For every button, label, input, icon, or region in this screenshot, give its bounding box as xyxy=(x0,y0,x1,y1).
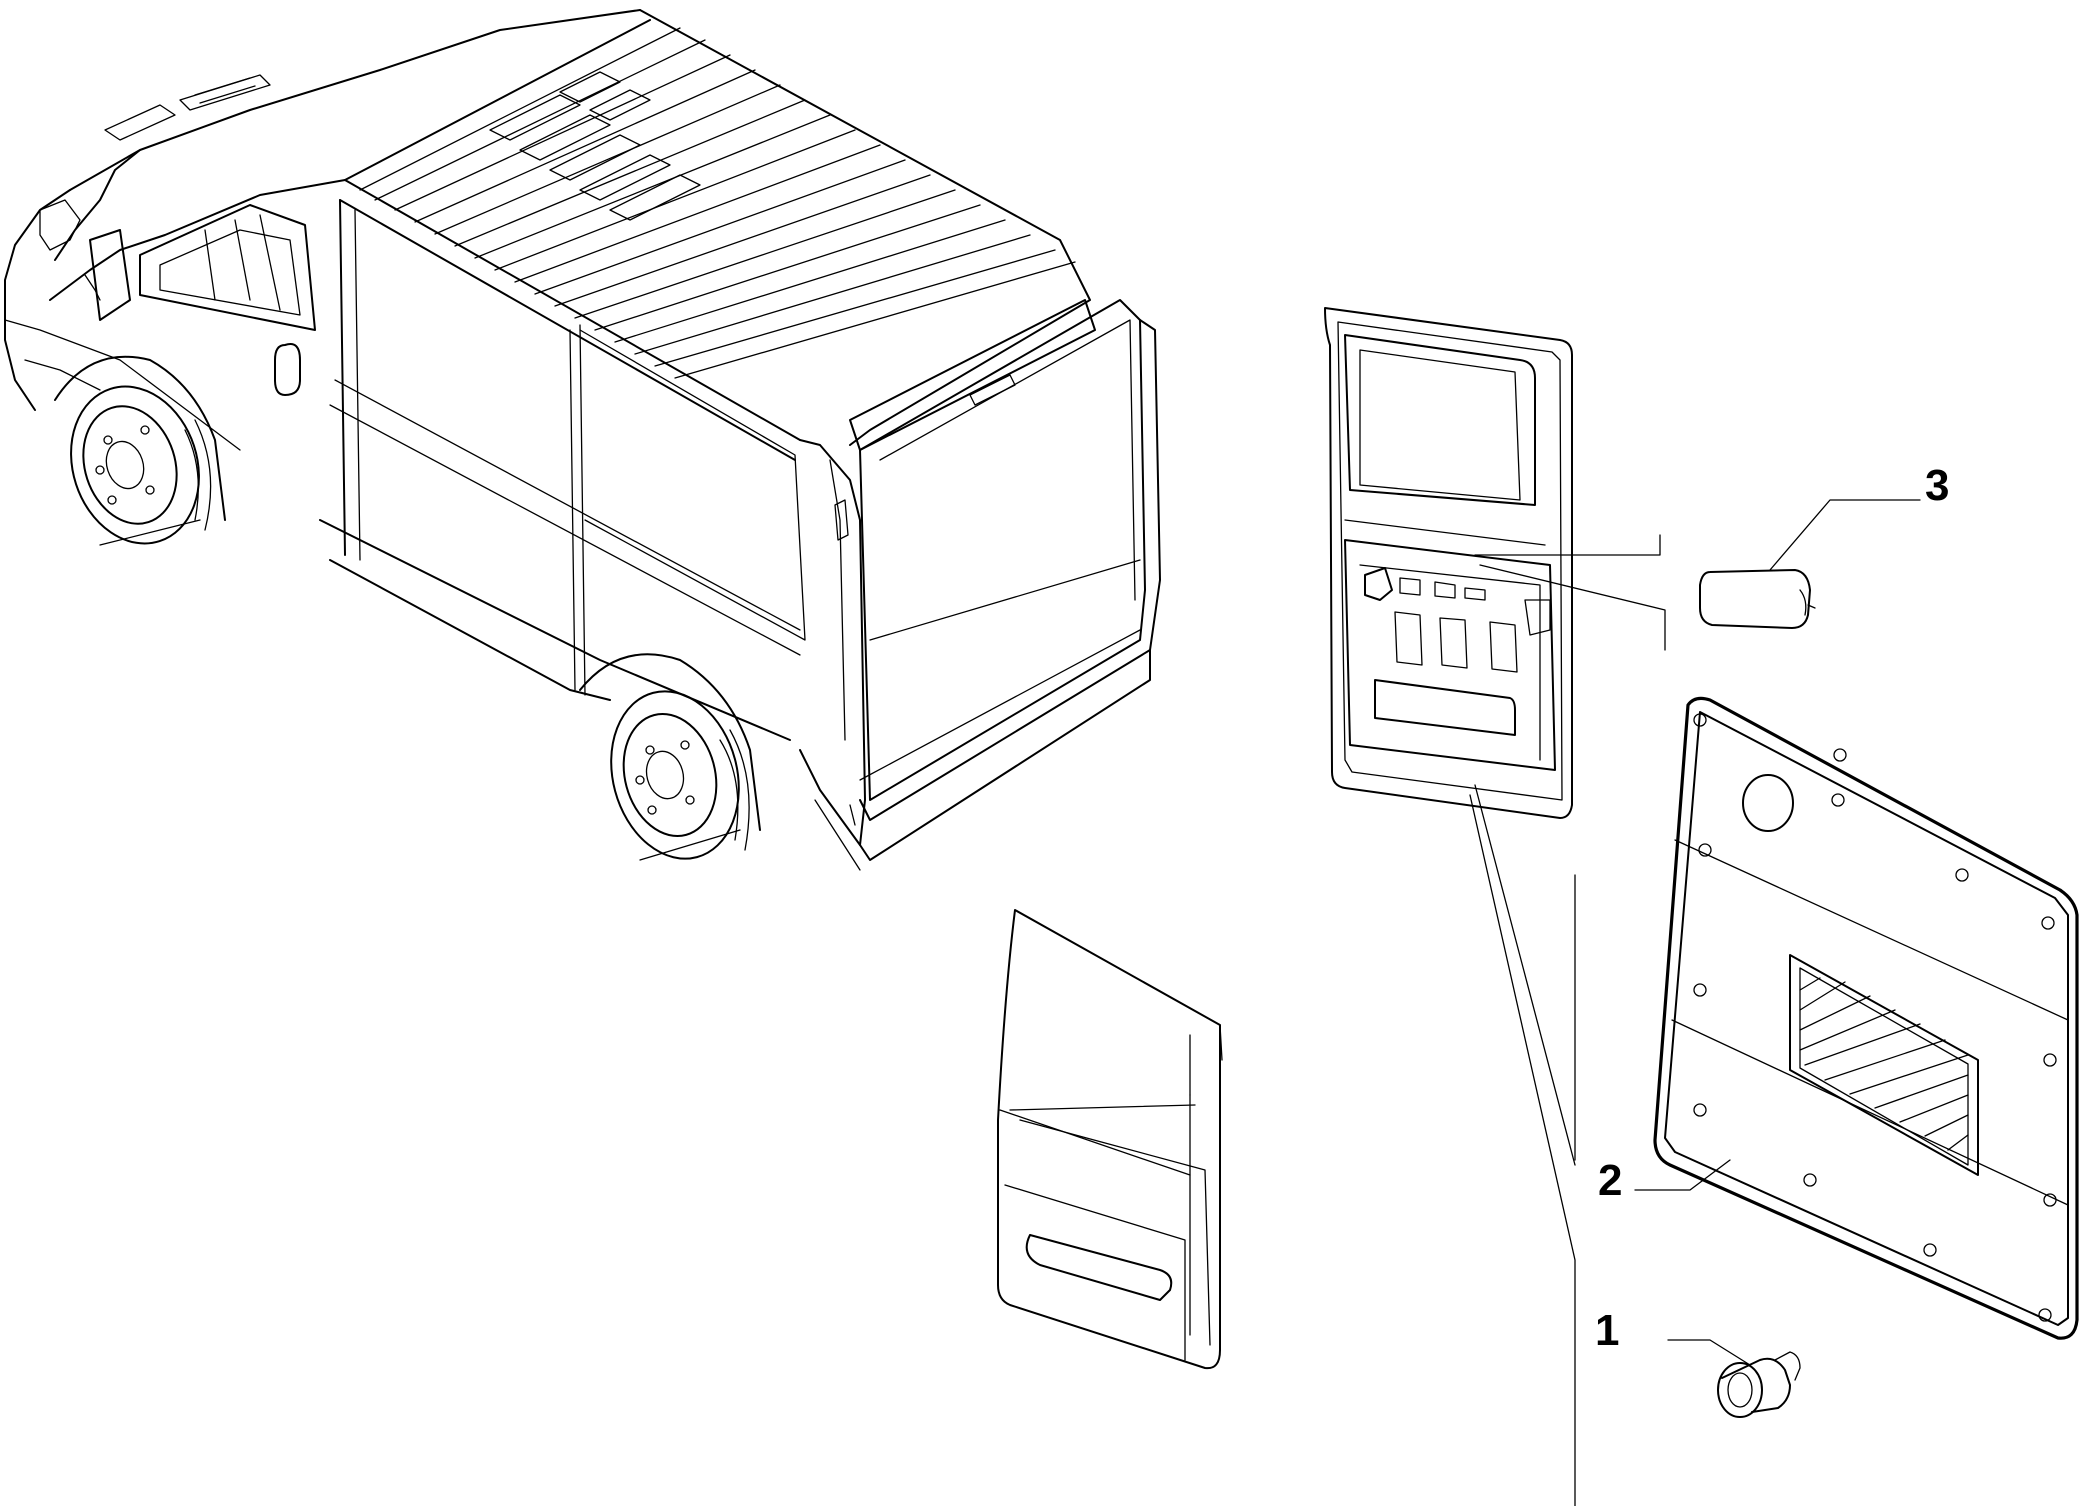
lower-side-panel xyxy=(997,909,1223,1370)
window-hatching xyxy=(1799,977,1969,1151)
callout-number-2: 2 xyxy=(1598,1156,1622,1205)
callout-number-1: 1 xyxy=(1595,1306,1619,1355)
part-2-cover-panel xyxy=(1634,696,2079,1340)
part-1-clip-fastener xyxy=(1667,1339,1801,1418)
leader-lines xyxy=(1469,534,1666,1506)
part-3-cover-cap xyxy=(1699,499,1921,629)
door-inner-panel xyxy=(1324,307,1573,819)
callout-number-3: 3 xyxy=(1925,461,1949,510)
van-illustration xyxy=(4,9,1161,871)
